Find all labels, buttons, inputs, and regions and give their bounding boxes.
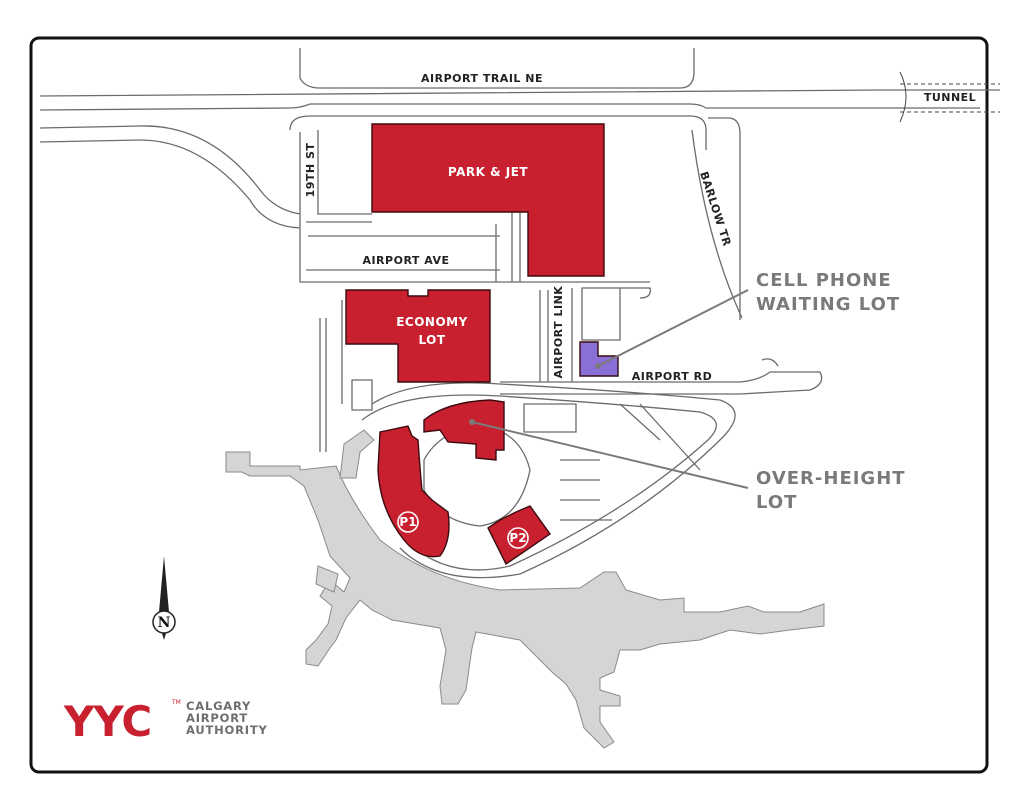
cell-phone-leader-line [597,289,749,367]
p2-label: P2 [509,531,526,545]
economy-lot-label-line1: ECONOMY [396,315,468,329]
over-height-leader-dot [469,419,475,425]
north-label: N [158,615,171,631]
over-height-lot-callout-line2: LOT [756,492,797,513]
p1-marker [397,511,419,533]
logo-trademark: TM [171,699,181,706]
lot-p1[interactable] [377,425,450,558]
road-label-tunnel: TUNNEL [924,91,976,104]
road-network [39,48,1000,579]
lot-p2[interactable] [487,505,551,566]
road-label-airport-rd: AIRPORT RD [632,370,712,383]
cell-phone-lot-callout-line1: CELL PHONE [756,270,892,291]
p1-label: P1 [399,515,416,529]
logo-mark: YYC [63,697,151,746]
terminal-pier-south [315,565,339,593]
cell-phone-leader-dot [595,363,601,369]
park-and-jet-label: PARK & JET [448,165,529,179]
lot-park-and-jet[interactable] [371,123,605,277]
logo-line2: AIRPORT [186,711,248,725]
road-label-19th-st: 19TH ST [304,143,317,198]
economy-lot-label-line2: LOT [418,333,445,347]
lot-over-height[interactable] [423,399,505,461]
terminal-building [225,451,825,749]
road-label-airport-trail: AIRPORT TRAIL NE [421,72,543,85]
road-label-airport-ave: AIRPORT AVE [362,254,449,267]
cell-phone-lot-callout-line2: WAITING LOT [756,294,900,315]
terminal-concourse-north [339,429,375,479]
lot-economy[interactable] [345,289,491,383]
map-frame [29,36,989,774]
over-height-leader-line [471,421,749,489]
p2-marker [507,527,529,549]
yyc-logo: YYC TM CALGARY AIRPORT AUTHORITY [63,697,268,746]
north-arrow-icon: N [152,556,176,640]
logo-line1: CALGARY [186,699,251,713]
logo-line3: AUTHORITY [186,723,268,737]
road-label-airport-link: AIRPORT LINK [552,286,565,379]
over-height-lot-callout-line1: OVER-HEIGHT [756,468,906,489]
